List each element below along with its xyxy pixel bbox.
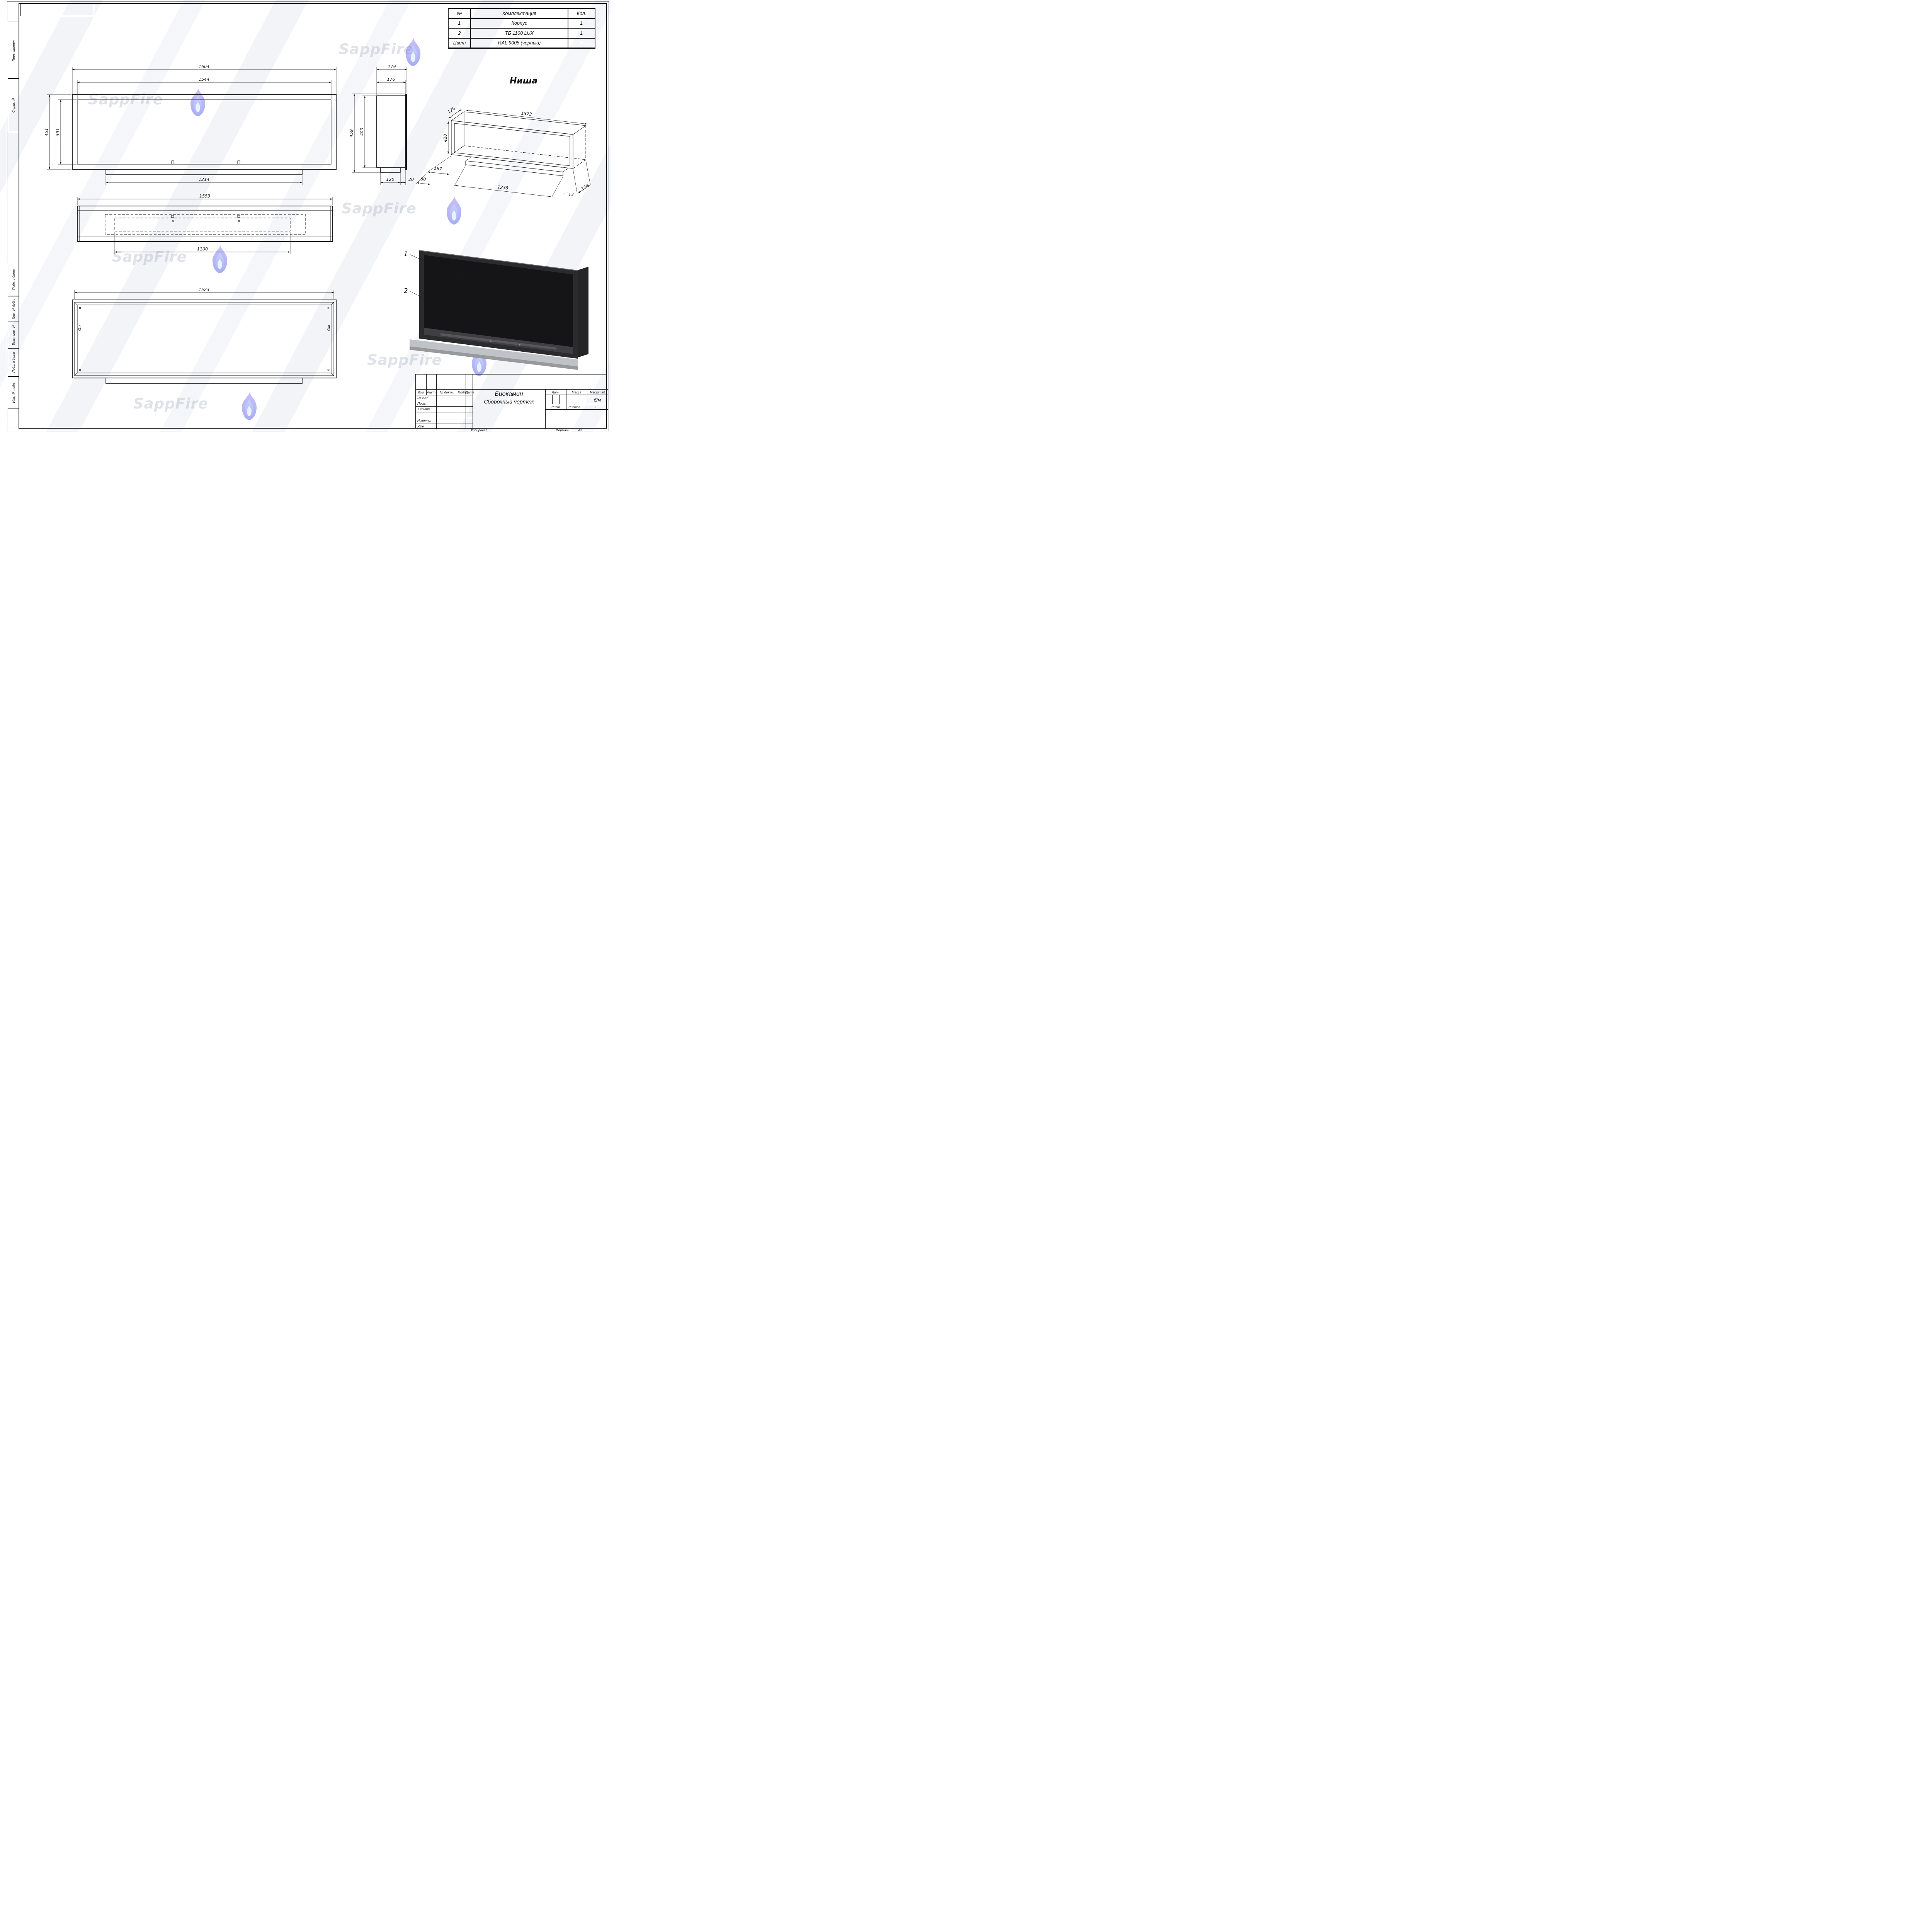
drawing-sheet: SappFire SappFire SappFire SappFire Sapp… xyxy=(0,0,611,432)
tb-row-utv: Утв. xyxy=(417,424,425,428)
title-block-line xyxy=(416,406,473,407)
tb-col-data: Дата xyxy=(466,390,474,394)
tb-massa-label: Масса xyxy=(571,390,582,394)
iso-view: 176 1573 420 167 60 1238 13 134 xyxy=(416,106,591,197)
format-value: А2 xyxy=(578,428,582,432)
frame-label-inv-dubl: Инв. № дубл. xyxy=(8,296,19,322)
front-view: 1604 1544 451 391 1214 xyxy=(44,64,337,185)
parts-cell: Корпус xyxy=(471,18,568,28)
watermark-text: SappFire xyxy=(367,352,442,368)
tb-row-razrab: Разраб. xyxy=(417,396,429,400)
tb-sheets-value: 1 xyxy=(595,405,597,409)
title-block: Изм. Лист № докум. Подп. Дата Разраб. Пр… xyxy=(415,374,608,429)
dim-iso-length: 1573 xyxy=(521,111,532,117)
top-view: 1553 1100 xyxy=(77,194,333,254)
tb-col-podp: Подп. xyxy=(458,390,467,394)
watermark-text: SappFire xyxy=(342,200,417,217)
frame-label-sprav-no: Справ. № xyxy=(8,78,19,132)
tb-row-nkontr: Н.контр. xyxy=(417,419,431,422)
dim-front-inner-width: 1544 xyxy=(199,77,209,82)
sheet-frame xyxy=(19,3,607,429)
tb-sheets-label: Листов xyxy=(568,405,580,409)
technical-drawing: 1604 1544 451 391 1214 179 176 xyxy=(44,64,591,384)
parts-col-qty: Кол. xyxy=(568,9,595,19)
dim-side-height-box: 400 xyxy=(359,128,364,136)
back-view: 1523 xyxy=(72,287,337,384)
copied-label: Копировал xyxy=(471,428,488,432)
frame-label-text: Взам. инв. № xyxy=(11,325,15,346)
dim-side-depth-inner: 176 xyxy=(387,77,395,82)
tb-col-list: Лист xyxy=(427,390,435,394)
watermark-text: SappFire xyxy=(133,395,208,412)
dim-iso-offset-l: 167 xyxy=(434,166,442,172)
parts-cell: 1 xyxy=(568,18,595,28)
tb-doc-title-line2: Сборочный чертеж xyxy=(484,398,534,405)
frame-label-podp-data-2: Подп. и дата xyxy=(8,348,19,377)
dim-front-outer-width: 1604 xyxy=(199,64,209,69)
watermark-text: SappFire xyxy=(339,41,414,58)
parts-col-name: Комплектация xyxy=(471,9,568,19)
dim-iso-height: 420 xyxy=(443,134,448,142)
title-block-line xyxy=(559,395,560,404)
side-view: 179 176 459 400 120 20 xyxy=(349,64,414,185)
tb-col-izm: Изм. xyxy=(417,390,425,394)
tb-lit-label: Лит. xyxy=(552,390,560,394)
title-block-line xyxy=(552,395,553,404)
dim-top-burner: 1100 xyxy=(197,247,208,252)
title-block-line xyxy=(426,375,427,395)
dim-front-outer-height: 451 xyxy=(44,128,49,136)
parts-cell: RAL 9005 (чёрный) xyxy=(471,38,568,48)
format-label: Формат xyxy=(556,428,569,432)
callout-2: 2 xyxy=(404,287,408,295)
parts-cell: – xyxy=(568,38,595,48)
dim-back-width: 1523 xyxy=(199,287,209,292)
dim-iso-tray: 1238 xyxy=(497,184,509,191)
title-block-line xyxy=(545,409,608,410)
dim-side-offset: 20 xyxy=(408,177,414,182)
frame-label-perv-primen: Перв. примен. xyxy=(8,22,19,79)
dim-side-height-total: 459 xyxy=(349,129,354,138)
render-3d xyxy=(410,250,588,370)
tb-sheet-label: Лист xyxy=(551,405,560,409)
iso-view-title: Ниша xyxy=(509,76,538,86)
title-block-line xyxy=(436,375,437,429)
title-block-line xyxy=(416,389,608,390)
parts-cell: ТБ 1100 LUX xyxy=(471,28,568,38)
dim-top-width: 1553 xyxy=(199,194,210,199)
frame-label-text: Справ. № xyxy=(11,97,15,113)
dim-side-foot: 120 xyxy=(386,177,395,182)
dim-front-base: 1214 xyxy=(199,177,209,182)
tb-row-prov: Пров. xyxy=(417,402,426,405)
render-callouts: 1 2 xyxy=(404,250,502,337)
frame-label-vzam-inv: Взам. инв. № xyxy=(8,322,19,349)
frame-label-podp-data-1: Подп. и дата xyxy=(8,263,19,296)
frame-label-text: Подп. и дата xyxy=(11,352,15,373)
parts-cell: 1 xyxy=(568,28,595,38)
parts-cell: 1 xyxy=(448,18,471,28)
parts-cell: 2 xyxy=(448,28,471,38)
parts-table: № Комплектация Кол. 1 Корпус 1 2 ТБ 1100… xyxy=(448,8,595,49)
parts-cell: Цвет xyxy=(448,38,471,48)
dim-iso-offset-h: 60 xyxy=(420,176,426,182)
dim-side-depth-outer: 179 xyxy=(388,64,396,69)
tb-col-doc: № докум. xyxy=(440,390,454,394)
frame-label-text: Инв. № дубл. xyxy=(11,298,15,320)
parts-col-num: № xyxy=(448,9,471,19)
frame-label-text: Инв. № подл. xyxy=(11,382,15,403)
frame-label-inv-podl: Инв. № подл. xyxy=(8,376,19,409)
frame-label-text: Подп. и дата xyxy=(11,269,15,290)
frame-label-text: Перв. примен. xyxy=(11,39,15,61)
sheet-outer-border xyxy=(7,1,609,431)
tb-scale-value: б/м xyxy=(594,397,601,403)
corner-stamp-box xyxy=(20,3,94,16)
tb-masshtab-label: Масштаб xyxy=(590,390,605,394)
callout-1: 1 xyxy=(404,250,408,258)
tb-row-tkontr: Т.контр. xyxy=(417,407,431,411)
dim-front-inner-height: 391 xyxy=(55,128,60,136)
tb-doc-title-line1: Биокамин xyxy=(495,391,523,397)
dim-iso-wall: 13 xyxy=(568,192,574,197)
